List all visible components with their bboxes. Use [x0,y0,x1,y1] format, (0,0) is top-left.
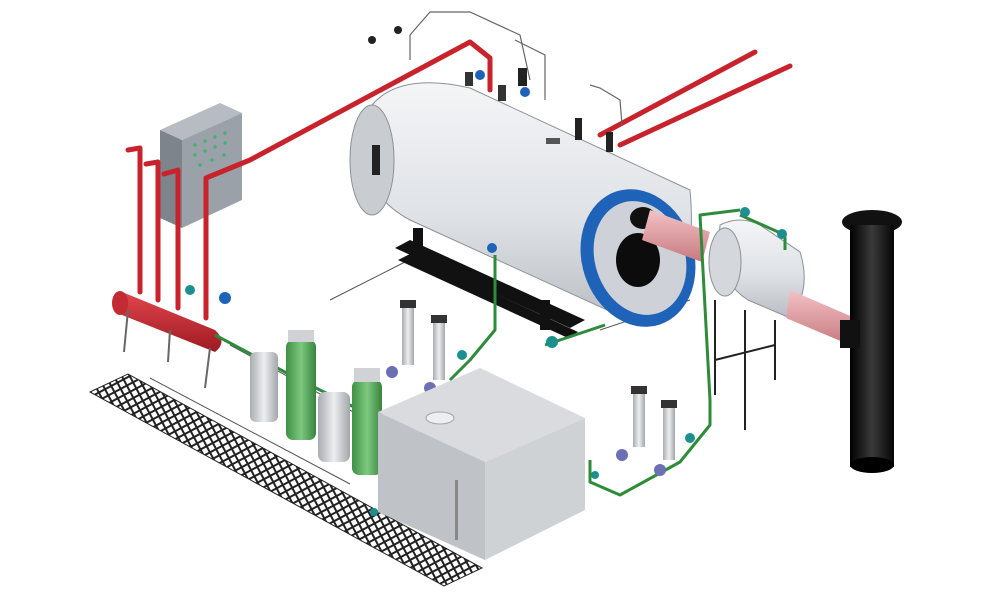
top-railings [409,11,623,126]
economizer [708,219,805,319]
feed-pumps-1 [386,300,467,394]
steam-pipes [125,39,793,321]
economizer-stand [714,300,776,430]
chimney [840,210,902,473]
boiler-top-fittings [368,26,613,253]
feed-pumps-2 [616,386,695,476]
feed-water-tank [378,368,585,560]
floor-grating [88,373,484,587]
water-softeners [250,330,382,475]
flue-duct-1 [642,210,710,262]
flue-duct-2 [786,290,855,345]
steam-header [112,291,222,389]
boiler-base-frame [395,228,585,338]
valves [185,207,787,516]
control-panel [160,103,242,228]
